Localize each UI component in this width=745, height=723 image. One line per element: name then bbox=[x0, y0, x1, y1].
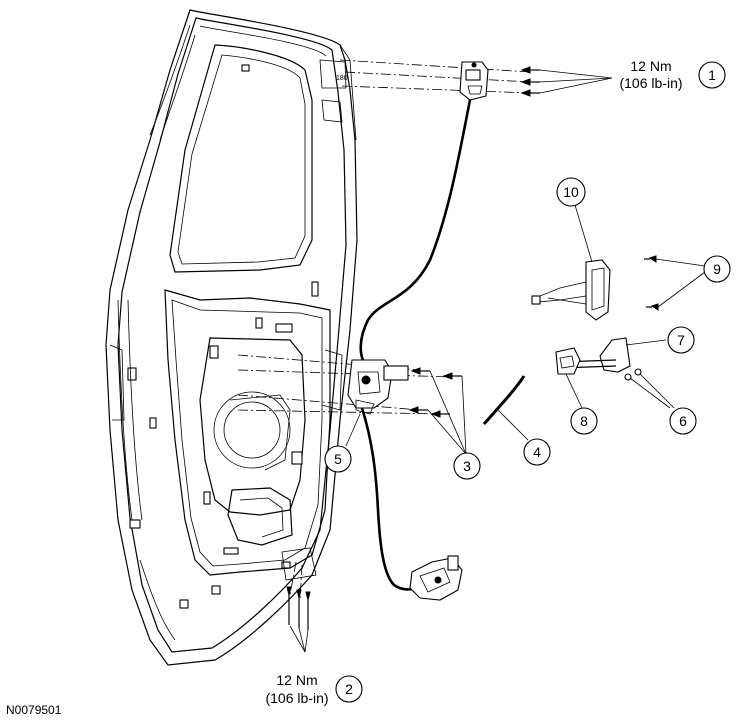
svg-text:7: 7 bbox=[677, 332, 685, 348]
svg-text:6: 6 bbox=[679, 413, 687, 429]
door-handle bbox=[531, 259, 611, 321]
main-latch-assembly bbox=[347, 359, 409, 415]
svg-text:2: 2 bbox=[345, 681, 353, 697]
latch-cables bbox=[359, 99, 472, 591]
callout-1: 1 bbox=[698, 61, 726, 89]
main-latch-screws bbox=[408, 367, 462, 418]
svg-text:1: 1 bbox=[708, 67, 716, 83]
svg-text:3: 3 bbox=[463, 458, 471, 474]
callout-9: 9 bbox=[703, 255, 731, 283]
torque-value-alt-2: (106 lb-in) bbox=[265, 690, 328, 706]
callout-8: 8 bbox=[570, 407, 598, 435]
callout-6: 6 bbox=[669, 407, 697, 435]
torque-value-alt-1: (106 lb-in) bbox=[619, 75, 682, 91]
svg-text:9: 9 bbox=[713, 261, 721, 277]
figure-id: N0079501 bbox=[6, 703, 62, 717]
callout-2: 2 bbox=[335, 675, 363, 703]
handle-screws bbox=[644, 255, 659, 311]
svg-text:8: 8 bbox=[580, 413, 588, 429]
svg-text:10: 10 bbox=[563, 184, 579, 200]
lower-latch-assembly bbox=[409, 555, 463, 601]
callout-10: 10 bbox=[556, 177, 586, 207]
callout-5: 5 bbox=[324, 445, 352, 473]
torque-label-1: 12 Nm (106 lb-in) bbox=[619, 58, 682, 91]
torque-label-2: 12 Nm (106 lb-in) bbox=[265, 672, 328, 706]
rear-door-panel: 180 bbox=[105, 9, 358, 666]
release-lever bbox=[555, 347, 581, 375]
upper-latch-bolts bbox=[520, 66, 540, 97]
stamp-label: 180 bbox=[336, 75, 348, 82]
bracket-nuts bbox=[624, 368, 642, 381]
svg-text:5: 5 bbox=[334, 451, 342, 467]
callout-3: 3 bbox=[453, 452, 481, 480]
upper-latch-assembly bbox=[459, 61, 489, 101]
actuator-rod bbox=[482, 375, 526, 425]
torque-value-1: 12 Nm bbox=[630, 58, 671, 74]
callout-4: 4 bbox=[523, 438, 551, 466]
torque-value-2: 12 Nm bbox=[276, 672, 317, 688]
lower-latch-bolts bbox=[286, 586, 311, 630]
callout-7: 7 bbox=[667, 326, 695, 354]
leader-lines bbox=[289, 69, 706, 653]
svg-text:4: 4 bbox=[533, 444, 541, 460]
